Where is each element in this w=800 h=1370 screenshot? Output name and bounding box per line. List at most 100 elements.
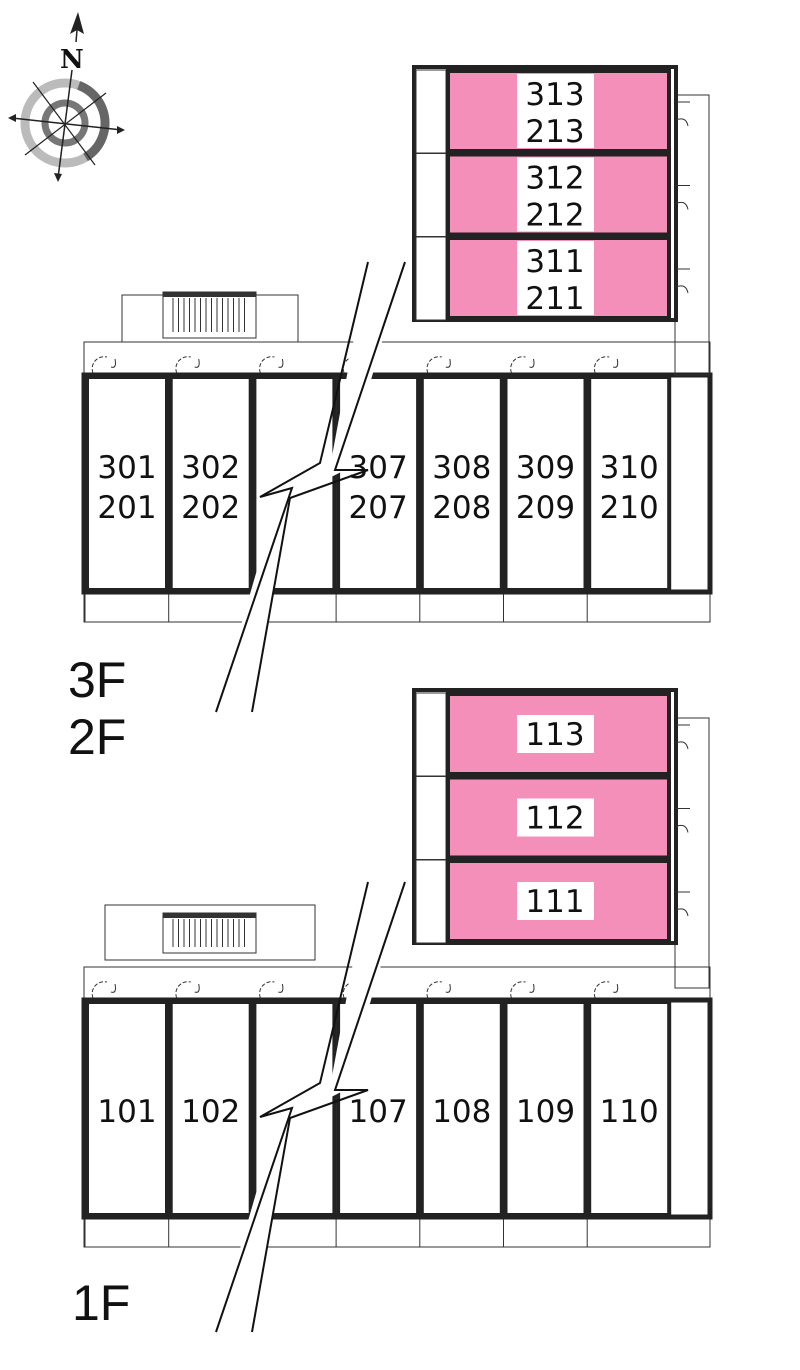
door-swing bbox=[91, 356, 108, 374]
unit-number: 312 bbox=[525, 161, 584, 197]
door-swing bbox=[445, 358, 451, 368]
door-swing bbox=[613, 983, 619, 993]
compass-icon bbox=[8, 12, 125, 182]
unit-number: 211 bbox=[525, 281, 584, 317]
door-swing bbox=[675, 724, 690, 750]
door-swing bbox=[278, 983, 284, 993]
wing-storage bbox=[415, 153, 447, 237]
unit-number: 212 bbox=[525, 198, 584, 234]
unit-number: 201 bbox=[97, 490, 156, 526]
building-outline bbox=[81, 372, 713, 595]
unit-label-bg bbox=[517, 715, 594, 753]
door-swing bbox=[675, 808, 690, 833]
unit-number: 309 bbox=[516, 450, 575, 486]
wing-corridor bbox=[674, 94, 710, 376]
door-swing bbox=[175, 981, 191, 999]
break-band bbox=[216, 882, 405, 1332]
upper-floors-plan: 3012013022023072073082083092093102103132… bbox=[81, 65, 713, 713]
unit-number: 107 bbox=[349, 1094, 408, 1130]
unit-number: 112 bbox=[525, 801, 584, 837]
door-swing bbox=[278, 358, 284, 368]
unit-number: 213 bbox=[525, 114, 584, 150]
balcony-strip bbox=[83, 591, 711, 623]
unit-number: 110 bbox=[600, 1094, 659, 1130]
unit-number: 307 bbox=[349, 450, 408, 486]
break-line bbox=[215, 881, 369, 1333]
wing-storage bbox=[415, 692, 447, 777]
stair-rail bbox=[163, 292, 256, 297]
unit-number: 111 bbox=[525, 884, 584, 920]
unit-number: 202 bbox=[181, 490, 240, 526]
door-swing bbox=[529, 358, 535, 368]
stair-landing bbox=[104, 904, 316, 961]
unit-number: 102 bbox=[181, 1094, 240, 1130]
unit-label-bg bbox=[517, 157, 594, 232]
unit-number: 310 bbox=[600, 450, 659, 486]
unit-label-bg bbox=[517, 74, 594, 148]
break-line bbox=[251, 881, 406, 1333]
unit-number: 301 bbox=[97, 450, 156, 486]
wing-storage bbox=[415, 859, 447, 944]
door-swing bbox=[342, 981, 359, 999]
door-swing bbox=[445, 983, 451, 993]
door-swing bbox=[259, 356, 275, 374]
door-swing bbox=[426, 356, 442, 374]
unit-label-bg bbox=[517, 882, 594, 920]
door-swing bbox=[593, 981, 610, 999]
corridor bbox=[83, 966, 711, 1001]
unit-number: 209 bbox=[516, 490, 575, 526]
break-line bbox=[215, 261, 369, 713]
unit-label-bg bbox=[517, 798, 594, 837]
floor-label-3f: 3F bbox=[68, 652, 127, 708]
door-swing bbox=[110, 358, 116, 368]
unit-number: 113 bbox=[525, 717, 584, 753]
unit-number: 208 bbox=[432, 490, 491, 526]
compass-north-label: N bbox=[60, 45, 84, 75]
break-band bbox=[216, 262, 405, 712]
door-swing bbox=[426, 981, 442, 999]
stairs bbox=[162, 291, 257, 339]
floor-label-2f: 2F bbox=[68, 709, 127, 765]
corridor bbox=[83, 341, 711, 376]
door-swing bbox=[194, 983, 200, 993]
unit-room bbox=[168, 375, 253, 592]
floor-label-1f: 1F bbox=[72, 1275, 131, 1331]
door-swing bbox=[510, 981, 526, 999]
door-swing bbox=[175, 356, 191, 374]
door-swing bbox=[675, 268, 690, 294]
unit-number: 207 bbox=[349, 490, 408, 526]
door-swing bbox=[675, 891, 690, 917]
wing-storage bbox=[415, 236, 447, 321]
door-swing bbox=[342, 356, 359, 374]
unit-number: 101 bbox=[97, 1094, 156, 1130]
unit-room bbox=[503, 1000, 588, 1217]
wing-storage bbox=[415, 69, 447, 154]
stair-rail bbox=[163, 913, 256, 918]
unit-room bbox=[168, 1000, 253, 1217]
door-swing bbox=[194, 358, 200, 368]
break-line bbox=[251, 261, 406, 713]
unit-number: 302 bbox=[181, 450, 240, 486]
wing-corridor bbox=[674, 717, 710, 989]
door-swing bbox=[675, 185, 690, 210]
door-swing bbox=[529, 983, 535, 993]
unit-room bbox=[85, 375, 169, 592]
unit-number: 311 bbox=[525, 244, 584, 280]
stairs bbox=[162, 912, 257, 954]
door-swing bbox=[510, 356, 526, 374]
unit-number: 210 bbox=[600, 490, 659, 526]
door-swing bbox=[259, 981, 275, 999]
door-swing bbox=[675, 101, 690, 127]
building-outline bbox=[81, 997, 713, 1220]
ground-floor-plan: 101 102 107 108 109 110 113 112 111 bbox=[81, 688, 713, 1333]
door-swing bbox=[593, 356, 610, 374]
unit-number: 108 bbox=[432, 1094, 491, 1130]
wing-storage bbox=[415, 776, 447, 860]
unit-number: 109 bbox=[516, 1094, 575, 1130]
balcony-strip bbox=[83, 1216, 711, 1248]
door-swing bbox=[91, 981, 108, 999]
unit-number: 313 bbox=[525, 77, 584, 113]
unit-label-bg bbox=[517, 241, 594, 315]
